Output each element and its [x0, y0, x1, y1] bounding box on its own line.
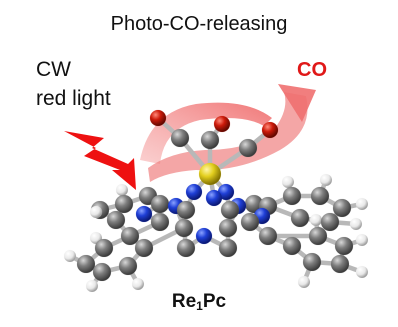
carbon-atom-r4 [330, 254, 350, 274]
oxygen-atom-o1 [149, 109, 167, 127]
carbon-atom-f2 [218, 238, 238, 258]
carbon-atom-b3 [310, 186, 330, 206]
carbon-atom-r1 [258, 226, 278, 246]
carbon-atom-r6 [308, 226, 328, 246]
nitrogen-atom-nm4 [205, 189, 223, 207]
carbon-atom-k2 [174, 218, 194, 238]
compound-name-subscript: 1 [196, 299, 203, 313]
carbon-atom-r5 [334, 236, 354, 256]
carbon-atom-l4 [92, 262, 112, 282]
hydrogen-atom-bh4 [349, 217, 363, 231]
released-co-label: CO [297, 59, 327, 81]
carbon-atom-a4 [106, 210, 126, 230]
compound-name: Re1Pc [0, 291, 398, 313]
light-source-label-line1: CW [36, 58, 71, 81]
carbon-atom-a2 [114, 194, 134, 214]
carbon-atom-k1 [150, 212, 170, 232]
hydrogen-atom-lh3 [131, 277, 145, 291]
hydrogen-atom-bh2 [319, 173, 333, 187]
carbon-atom-c1 [170, 128, 190, 148]
diagram-title: Photo-CO-releasing [110, 13, 288, 35]
carbon-atom-c3 [238, 138, 258, 158]
carbon-atom-b6 [290, 208, 310, 228]
nitrogen-atom-nm1 [135, 205, 153, 223]
rhenium-atom-re [198, 162, 222, 186]
compound-name-base: Re [171, 291, 197, 312]
release-arrow [140, 84, 316, 182]
carbon-atom-l5 [118, 256, 138, 276]
carbon-atom-k3 [218, 218, 238, 238]
carbon-atom-l3 [76, 254, 96, 274]
hydrogen-atom-rh2 [355, 265, 369, 279]
carbon-atom-r2 [282, 236, 302, 256]
atom-layer [63, 109, 369, 293]
carbon-atom-f1 [176, 238, 196, 258]
hydrogen-atom-bh3 [355, 197, 369, 211]
nitrogen-atom-nm3 [195, 227, 213, 245]
hydrogen-atom-rh1 [297, 275, 311, 289]
carbon-atom-c2 [200, 130, 220, 150]
carbon-atom-b5 [320, 212, 340, 232]
carbon-atom-k8 [176, 200, 196, 220]
oxygen-atom-o3 [261, 121, 279, 139]
carbon-atom-b4 [332, 198, 352, 218]
carbon-atom-r3 [302, 252, 322, 272]
hydrogen-atom-lh2 [85, 279, 99, 293]
carbon-atom-l2 [94, 238, 114, 258]
light-source-label-line2: red light [36, 87, 111, 110]
hydrogen-atom-bh1 [281, 175, 295, 189]
lightning-bolt-icon [64, 131, 136, 190]
hydrogen-atom-ah2 [115, 183, 129, 197]
hydrogen-atom-rh3 [355, 233, 369, 247]
hydrogen-atom-lh1 [63, 249, 77, 263]
carbon-atom-k4 [240, 212, 260, 232]
carbon-atom-k7 [220, 200, 240, 220]
carbon-atom-l1 [120, 226, 140, 246]
compound-name-suffix: Pc [202, 291, 227, 312]
carbon-atom-b2 [282, 186, 302, 206]
oxygen-atom-o2 [213, 115, 231, 133]
carbon-atom-l6 [134, 238, 154, 258]
nitrogen-atom-n3 [185, 183, 203, 201]
hydrogen-atom-ah1 [89, 205, 103, 219]
hydrogen-atom-rh4 [309, 213, 323, 227]
carbon-atom-k5 [150, 194, 170, 214]
